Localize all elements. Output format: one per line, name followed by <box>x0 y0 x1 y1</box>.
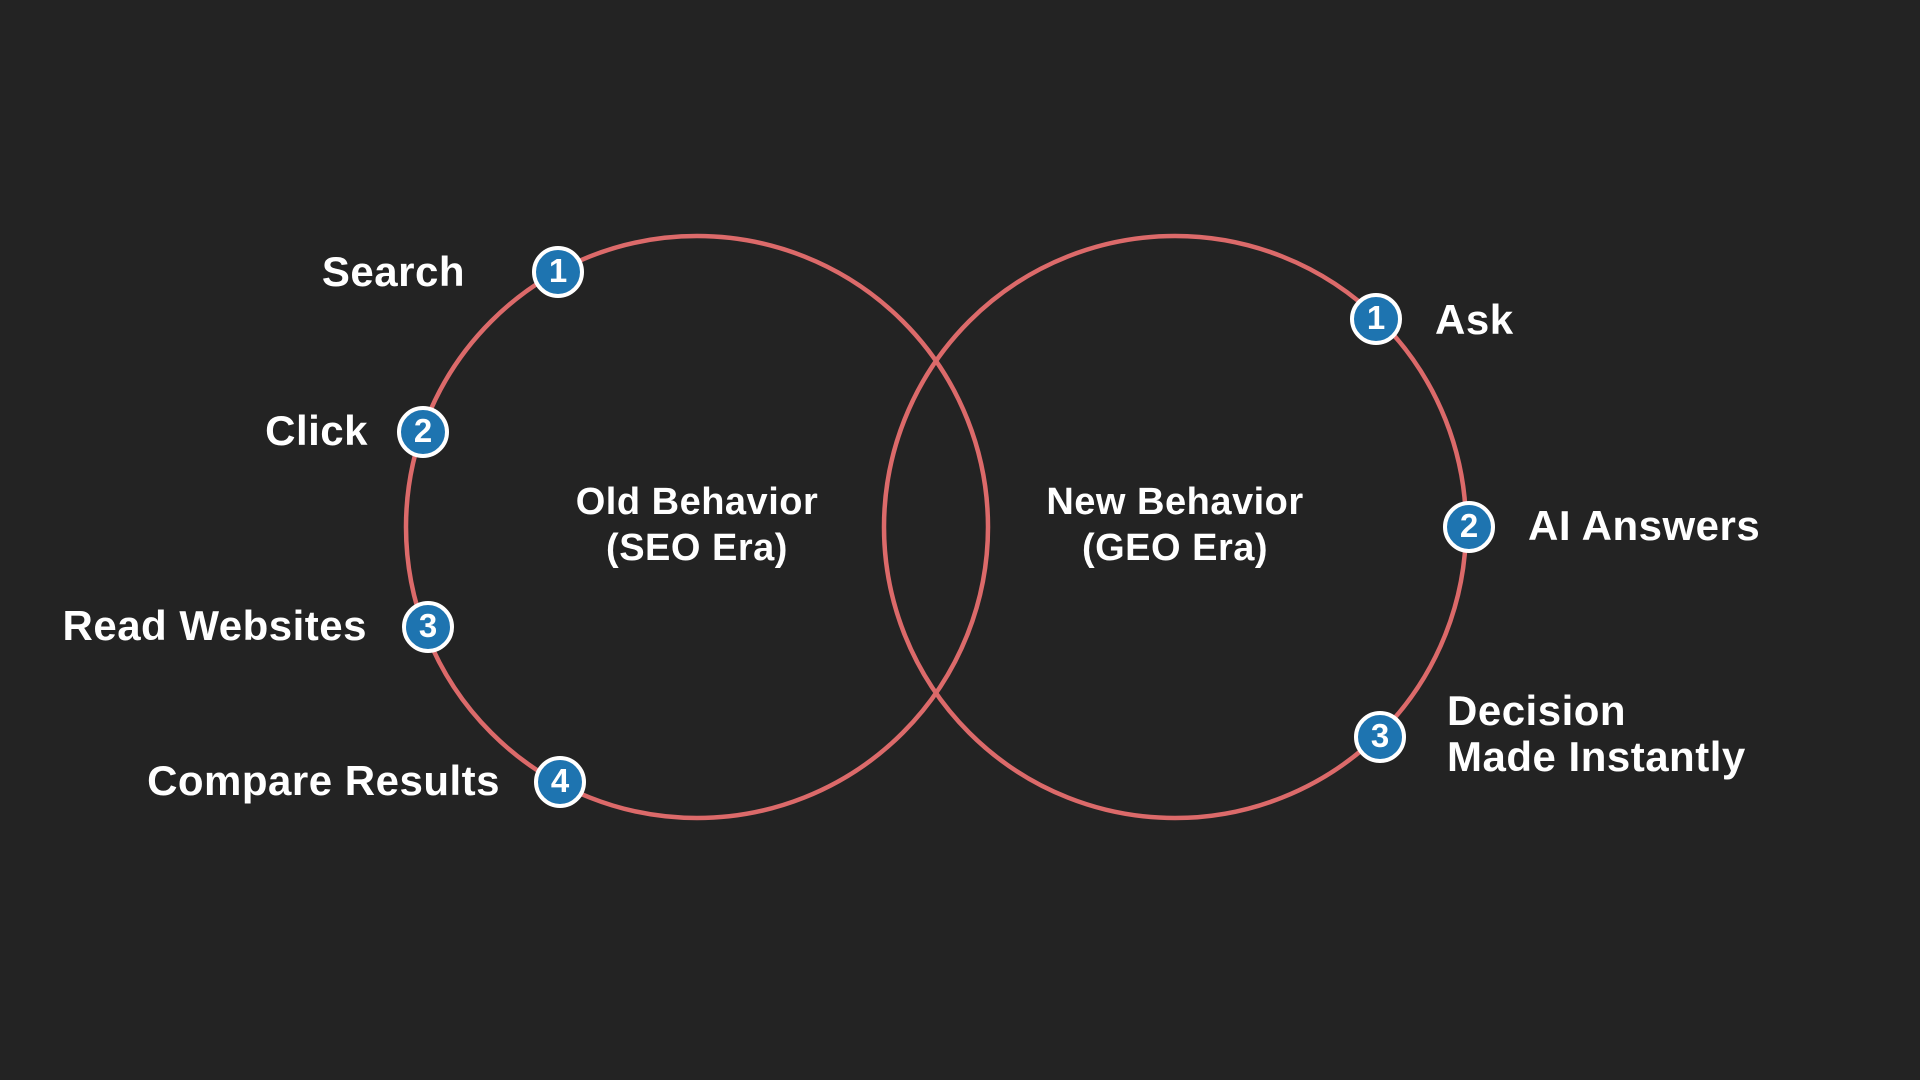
step-label-click: Click <box>265 406 368 454</box>
step-badge-number: 3 <box>418 607 438 644</box>
step-badge-number: 2 <box>1459 507 1479 544</box>
old-behavior-title-line1: Old Behavior <box>575 481 819 524</box>
step-badge-ask: 1 <box>1350 293 1402 345</box>
step-label-decision: Decision Made Instantly <box>1447 686 1746 780</box>
step-label-ask: Ask <box>1435 295 1514 343</box>
step-badge-ai-answers: 2 <box>1443 501 1495 553</box>
step-label-compare-results: Compare Results <box>147 756 500 804</box>
step-label-search: Search <box>321 247 465 295</box>
step-badge-number: 4 <box>550 762 570 799</box>
old-behavior-title-line2: (SEO Era) <box>606 527 788 569</box>
step-badge-number: 3 <box>1370 717 1390 754</box>
step-badge-number: 2 <box>413 412 433 449</box>
step-badge-read-websites: 3 <box>402 601 454 653</box>
step-badge-search: 1 <box>532 246 584 298</box>
step-label-read-websites: Read Websites <box>62 601 367 649</box>
step-badge-number: 1 <box>548 252 568 289</box>
step-badge-decision: 3 <box>1354 711 1406 763</box>
step-badge-compare-results: 4 <box>534 756 586 808</box>
step-badge-click: 2 <box>397 406 449 458</box>
step-badge-number: 1 <box>1366 299 1386 336</box>
new-behavior-title-line2: (GEO Era) <box>1081 527 1269 569</box>
new-behavior-title-line1: New Behavior <box>1046 481 1304 524</box>
step-label-ai-answers: AI Answers <box>1528 501 1761 549</box>
new-behavior-title: New Behavior (GEO Era) <box>1046 480 1303 572</box>
old-behavior-title: Old Behavior (SEO Era) <box>576 480 819 572</box>
